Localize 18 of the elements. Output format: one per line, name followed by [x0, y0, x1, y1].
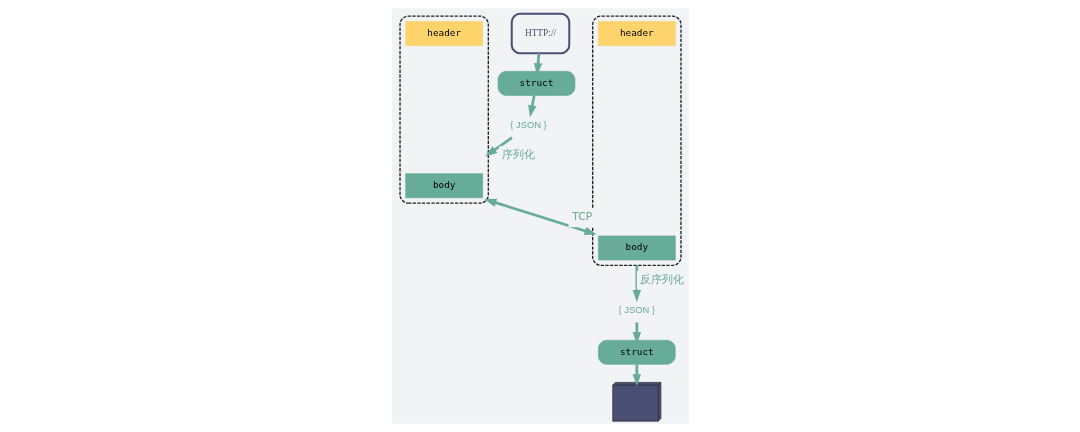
edge-label: TCP	[571, 210, 592, 224]
node-box: body	[404, 173, 483, 199]
arrow	[527, 95, 536, 118]
node-text: { JSON }	[509, 120, 547, 130]
edge-label: 序列化	[501, 148, 535, 162]
node-box: header	[404, 21, 483, 46]
edge-label: 反序列化	[639, 272, 684, 286]
arrow	[632, 265, 641, 303]
node-box: struct	[497, 71, 575, 96]
cluster	[398, 15, 489, 204]
node-box: struct	[597, 339, 676, 365]
arrow	[484, 136, 513, 157]
node-box: header	[597, 21, 676, 46]
node-box: body	[597, 235, 676, 261]
node-box: HTTP://	[510, 12, 570, 55]
node-text: { JSON }	[618, 304, 655, 315]
cluster	[591, 15, 682, 266]
arrow	[632, 364, 641, 387]
